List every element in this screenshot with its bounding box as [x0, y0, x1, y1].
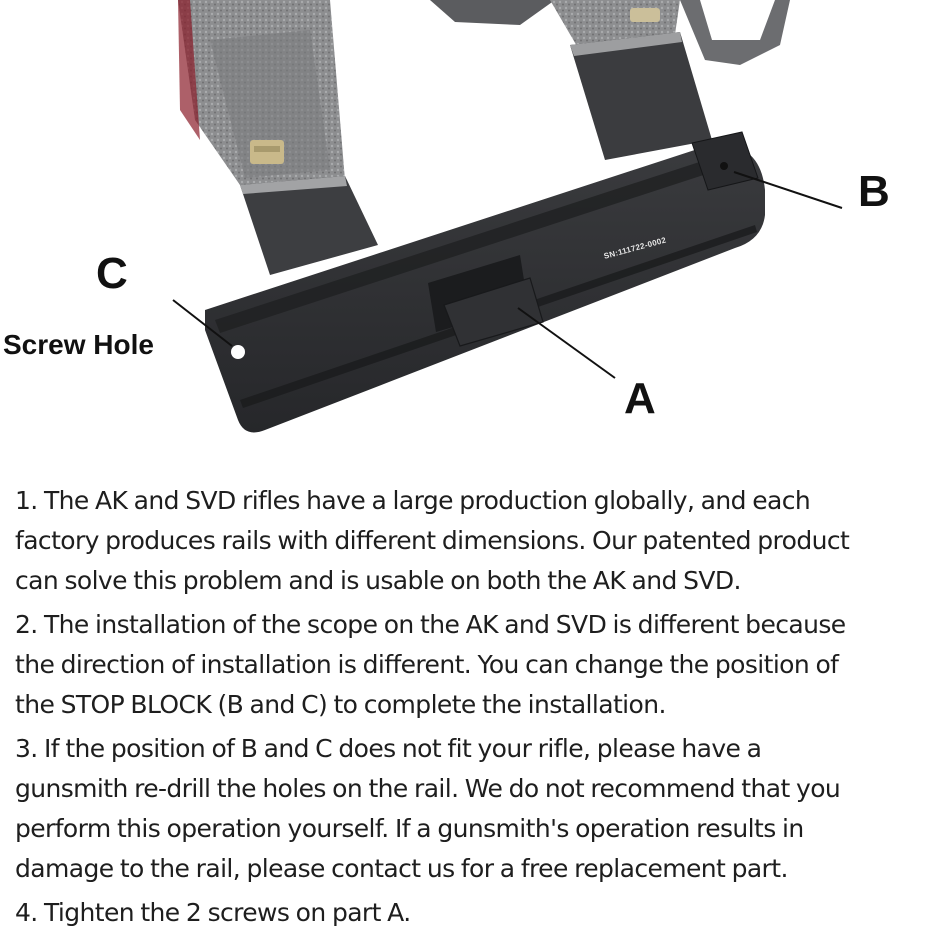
instruction-line: 3. If the position of B and C does not f…: [15, 734, 762, 763]
scope-mount-illustration: [172, 0, 843, 433]
instruction-line: damage to the rail, please contact us fo…: [15, 854, 788, 883]
picatinny-base-rail: [205, 131, 765, 433]
leader-line-a: [517, 307, 616, 379]
instruction-line: factory produces rails with different di…: [15, 526, 850, 555]
leader-line-b: [733, 171, 843, 209]
instruction-item-3: 3. If the position of B and C does not f…: [15, 729, 945, 889]
callout-a-label: A: [624, 374, 656, 423]
product-figure: SN:111722-0002 B C Screw Hole A: [0, 0, 949, 460]
callout-c-sublabel: Screw Hole: [3, 329, 154, 360]
instruction-line: 4. Tighten the 2 screws on part A.: [15, 898, 411, 927]
instruction-item-4: 4. Tighten the 2 screws on part A.: [15, 893, 945, 933]
instruction-line: perform this operation yourself. If a gu…: [15, 814, 804, 843]
instruction-line: gunsmith re-drill the holes on the rail.…: [15, 774, 841, 803]
instruction-list: 1. The AK and SVD rifles have a large pr…: [15, 481, 945, 937]
callout-c-label: C: [96, 249, 128, 298]
left-scope-ring: [178, 0, 378, 275]
right-scope-ring: [430, 0, 790, 160]
instruction-line: 1. The AK and SVD rifles have a large pr…: [15, 486, 811, 515]
instruction-item-2: 2. The installation of the scope on the …: [15, 605, 945, 725]
instruction-item-1: 1. The AK and SVD rifles have a large pr…: [15, 481, 945, 601]
callout-b-label: B: [858, 167, 890, 216]
leader-line-c: [172, 299, 233, 347]
instruction-line: the direction of installation is differe…: [15, 650, 839, 679]
instruction-line: 2. The installation of the scope on the …: [15, 610, 846, 639]
instruction-line: can solve this problem and is usable on …: [15, 566, 741, 595]
instruction-line: the STOP BLOCK (B and C) to complete the…: [15, 690, 666, 719]
